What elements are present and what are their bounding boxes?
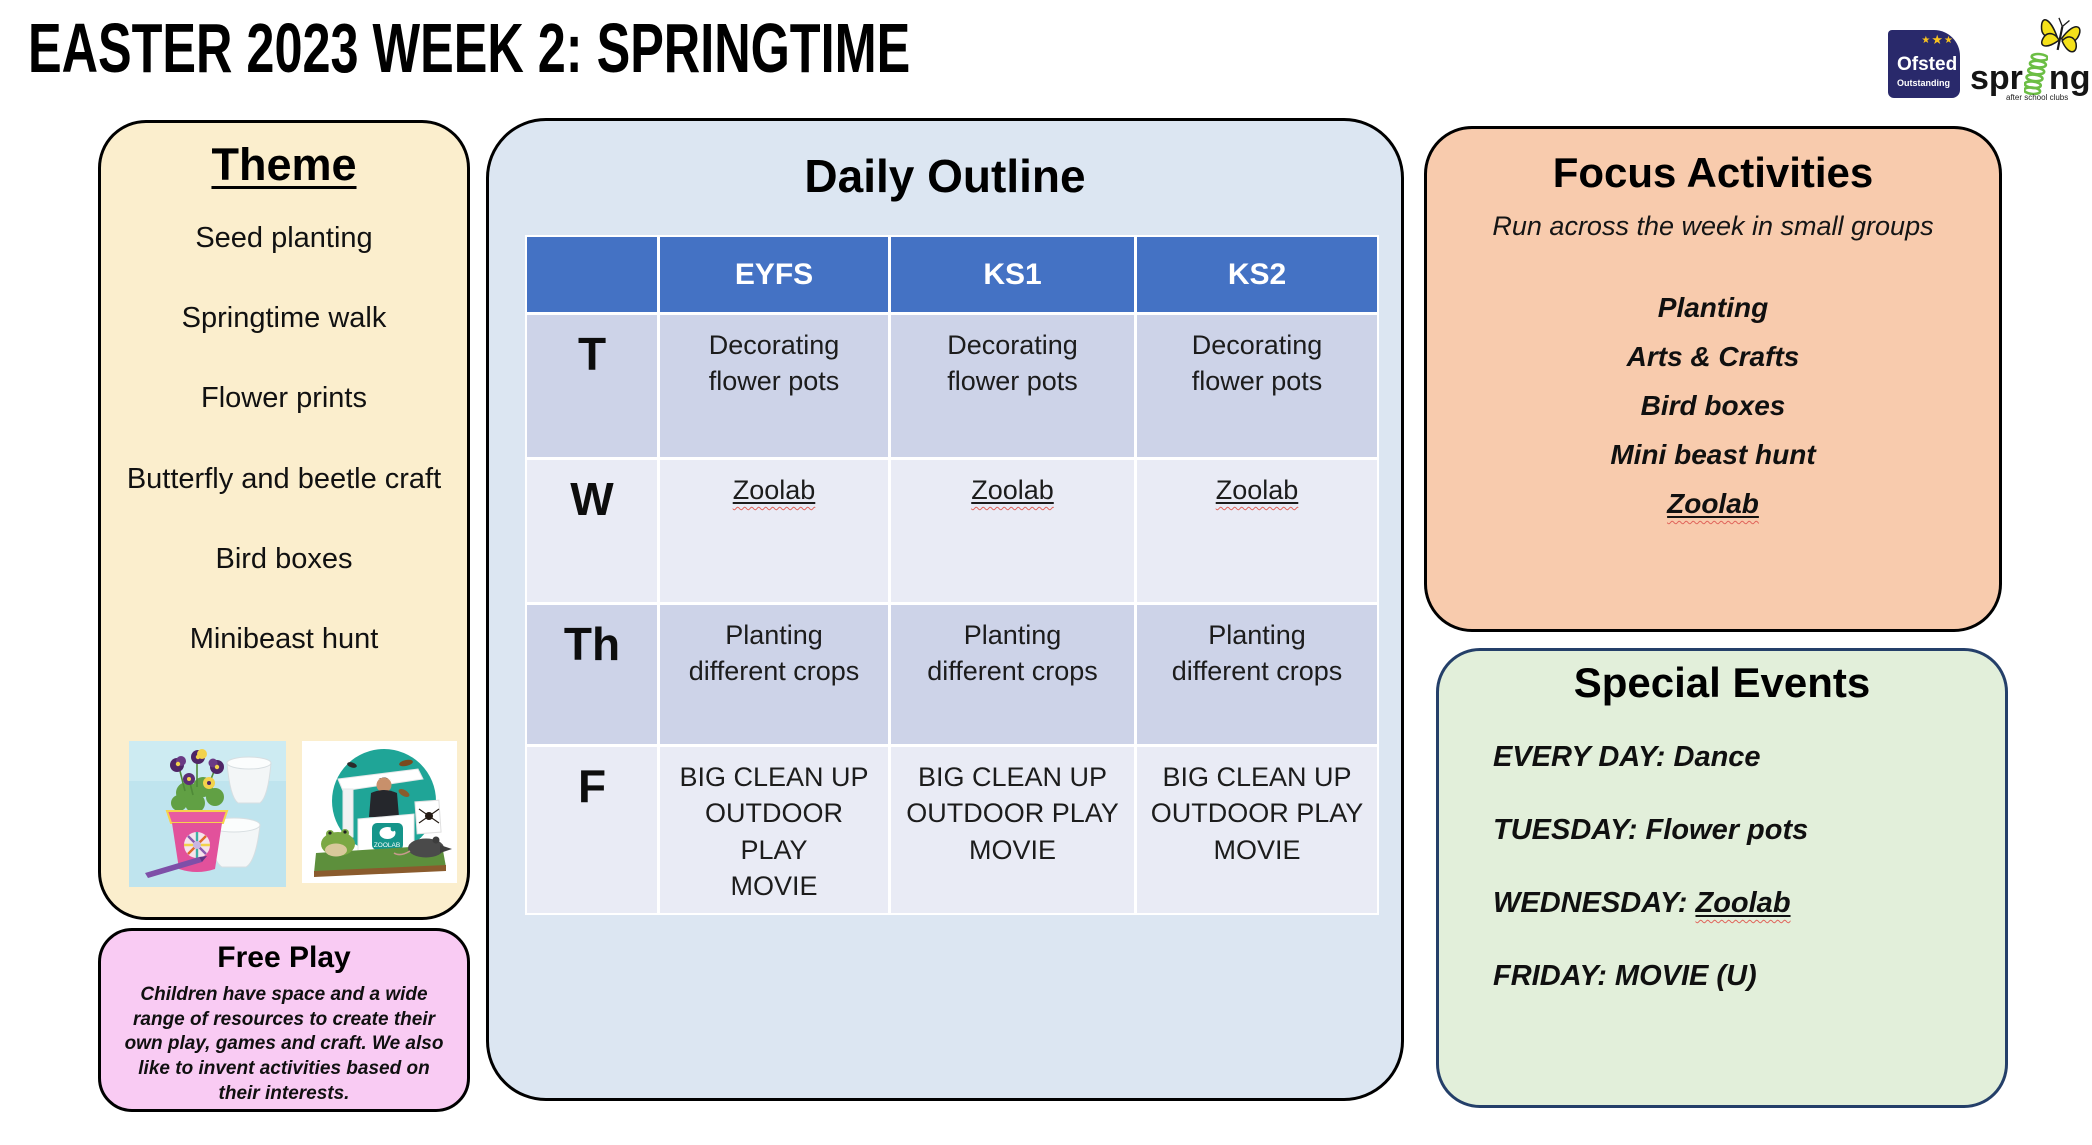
table-cell: Decorating flower pots <box>660 315 888 457</box>
special-events-list: EVERY DAY: Dance TUESDAY: Flower pots WE… <box>1439 741 2005 993</box>
table-cell: Zoolab <box>1137 460 1377 602</box>
daily-outline-panel: Daily Outline EYFS KS1 KS2 T Decorating … <box>486 118 1404 1101</box>
theme-item: Minibeast hunt <box>189 623 379 656</box>
free-play-title: Free Play <box>217 941 351 974</box>
daily-outline-table: EYFS KS1 KS2 T Decorating flower pots De… <box>525 235 1379 915</box>
special-events-panel: Special Events EVERY DAY: Dance TUESDAY:… <box>1436 648 2008 1108</box>
theme-item: Butterfly and beetle craft <box>126 462 442 495</box>
table-cell: BIG CLEAN UP OUTDOOR PLAY MOVIE <box>891 747 1134 913</box>
column-header-ks2: KS2 <box>1137 237 1377 312</box>
star-icon: ★ <box>1921 35 1931 46</box>
page-title: EASTER 2023 WEEK 2: SPRINGTIME <box>28 9 911 87</box>
free-play-description: Children have space and a wide range of … <box>124 984 444 1104</box>
zoolab-link-text: Zoolab <box>1695 887 1791 919</box>
zoolab-link-text: Zoolab <box>732 475 816 505</box>
theme-panel: Theme Seed planting Springtime walk Flow… <box>98 120 470 920</box>
daily-outline-title: Daily Outline <box>804 150 1086 202</box>
ofsted-logo: ★ ★ ★ Ofsted Outstanding <box>1888 30 1960 98</box>
table-cell: Planting different crops <box>1137 605 1377 744</box>
column-header-blank <box>527 237 657 312</box>
focus-item: Mini beast hunt <box>1610 439 1816 470</box>
star-icon: ★ <box>1944 35 1953 46</box>
row-label-thursday: Th <box>527 605 657 744</box>
table-cell: Planting different crops <box>660 605 888 744</box>
table-cell: Planting different crops <box>891 605 1134 744</box>
star-icon: ★ <box>1931 32 1944 47</box>
focus-item: Arts & Crafts <box>1626 341 1800 372</box>
table-cell: Decorating flower pots <box>1137 315 1377 457</box>
flower-pots-photo <box>129 741 286 887</box>
row-label-friday: F <box>527 747 657 913</box>
focus-item: Zoolab <box>1427 488 1999 520</box>
focus-item: Bird boxes <box>1640 390 1786 421</box>
zoolab-logo-text: ZOOLAB <box>374 842 400 849</box>
special-event: FRIDAY: MOVIE (U) <box>1493 960 1757 992</box>
zoolab-photo: ZOOLAB <box>302 741 457 883</box>
focus-activities-list: Planting Arts & Crafts Bird boxes Mini b… <box>1427 292 1999 520</box>
special-event: WEDNESDAY: Zoolab <box>1493 887 1791 919</box>
ofsted-logo-text: Ofsted <box>1897 54 1958 75</box>
zoolab-link-text: Zoolab <box>1215 475 1299 505</box>
focus-activities-title: Focus Activities <box>1552 149 1874 196</box>
focus-item: Planting <box>1657 292 1769 323</box>
table-cell: Zoolab <box>660 460 888 602</box>
spring-coil-icon <box>2023 52 2048 95</box>
focus-activities-panel: Focus Activities Run across the week in … <box>1424 126 2002 632</box>
column-header-eyfs: EYFS <box>660 237 888 312</box>
theme-title: Theme <box>211 139 357 190</box>
spring-logo: spr ng after school clubs <box>1968 12 2091 106</box>
focus-activities-subtitle: Run across the week in small groups <box>1492 211 1934 241</box>
ofsted-outstanding-text: Outstanding <box>1897 78 1950 88</box>
row-label-tuesday: T <box>527 315 657 457</box>
ofsted-stars-icon: ★ ★ ★ <box>1921 32 1953 49</box>
zoolab-link-text: Zoolab <box>1667 488 1759 519</box>
butterfly-icon <box>2040 17 2081 53</box>
column-header-ks1: KS1 <box>891 237 1134 312</box>
special-event: EVERY DAY: Dance <box>1493 741 1761 773</box>
theme-item: Bird boxes <box>215 542 353 575</box>
theme-item: Flower prints <box>201 382 367 415</box>
theme-item: Springtime walk <box>181 302 387 335</box>
special-event: TUESDAY: Flower pots <box>1493 814 1809 846</box>
zoolab-link-text: Zoolab <box>971 475 1054 505</box>
spring-logo-text: spr ng <box>1970 51 2091 98</box>
theme-list: Seed planting Springtime walk Flower pri… <box>101 221 467 656</box>
spring-logo-text-pre: spr <box>1970 59 2023 98</box>
table-cell: BIG CLEAN UP OUTDOOR PLAY MOVIE <box>1137 747 1377 913</box>
special-events-title: Special Events <box>1573 659 1871 706</box>
row-label-wednesday: W <box>527 460 657 602</box>
theme-item: Seed planting <box>195 222 373 254</box>
table-cell: Zoolab <box>891 460 1134 602</box>
spring-tagline: after school clubs <box>2006 93 2069 102</box>
spring-logo-text-post: ng <box>2048 59 2091 98</box>
free-play-panel: Free Play Children have space and a wide… <box>98 928 470 1112</box>
table-cell: Decorating flower pots <box>891 315 1134 457</box>
table-cell: BIG CLEAN UP OUTDOOR PLAY MOVIE <box>660 747 888 913</box>
theme-photos: ZOOLAB <box>129 741 457 887</box>
